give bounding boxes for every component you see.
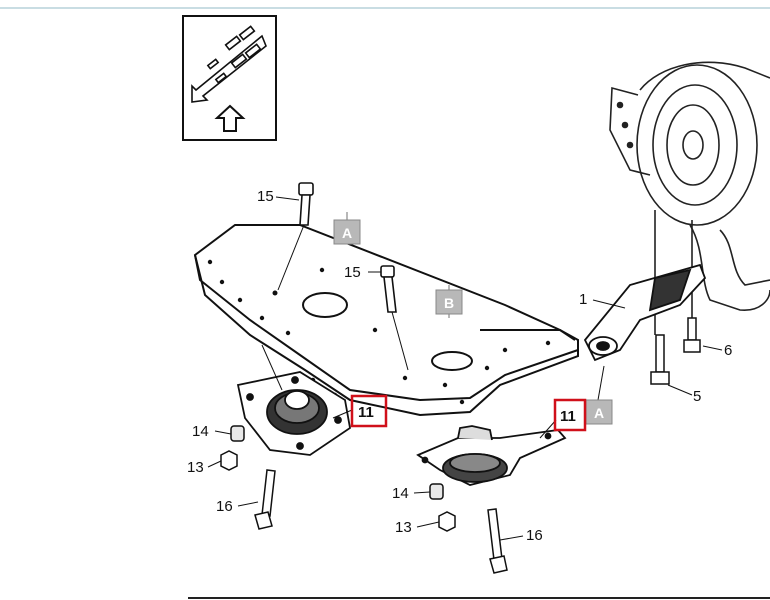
vehicle-front-arrow-icon [191,25,267,103]
right-bushing-14 [429,483,444,500]
left-bushing-14 [230,425,245,442]
callout-15-upper: 15 [257,188,274,205]
view-marker-a-lower: A [585,399,613,425]
bolt-15-middle [380,265,409,371]
engine-cradle [193,224,579,417]
view-marker-b: B [435,285,463,318]
left-engine-mount [236,344,351,456]
callout-11-right: 11 [560,408,576,425]
callout-1: 1 [579,291,587,308]
view-marker-label: A [594,405,604,421]
top-divider [0,7,770,9]
bottom-divider [188,597,770,599]
torque-strut-1 [583,263,707,362]
callout-16-right: 16 [526,527,543,544]
view-marker-a-upper: A [333,212,361,245]
right-nut-13 [438,511,456,532]
callout-15-middle: 15 [344,264,361,281]
callout-16-left: 16 [216,498,233,515]
bolt-15-upper [277,182,314,291]
highlight-box-11-left [350,394,388,428]
orientation-inset [182,15,277,141]
left-bolt-16 [254,469,276,530]
callout-14-right: 14 [392,485,409,502]
callout-13-left: 13 [187,459,204,476]
callout-6: 6 [724,342,732,359]
bolt-5 [650,334,670,385]
right-bolt-16 [487,508,508,574]
callout-5: 5 [693,388,701,405]
left-nut-13 [220,450,238,471]
engine-block-outline [609,61,770,335]
callout-13-right: 13 [395,519,412,536]
callout-14-left: 14 [192,423,209,440]
highlight-box-11-right [553,398,587,432]
callout-11-left: 11 [358,404,374,421]
right-engine-mount [416,425,567,486]
bolt-6 [683,317,701,353]
leader-lines [207,196,723,541]
view-marker-label: A [342,225,352,241]
view-marker-label: B [444,295,454,311]
up-arrow-icon [214,104,246,132]
